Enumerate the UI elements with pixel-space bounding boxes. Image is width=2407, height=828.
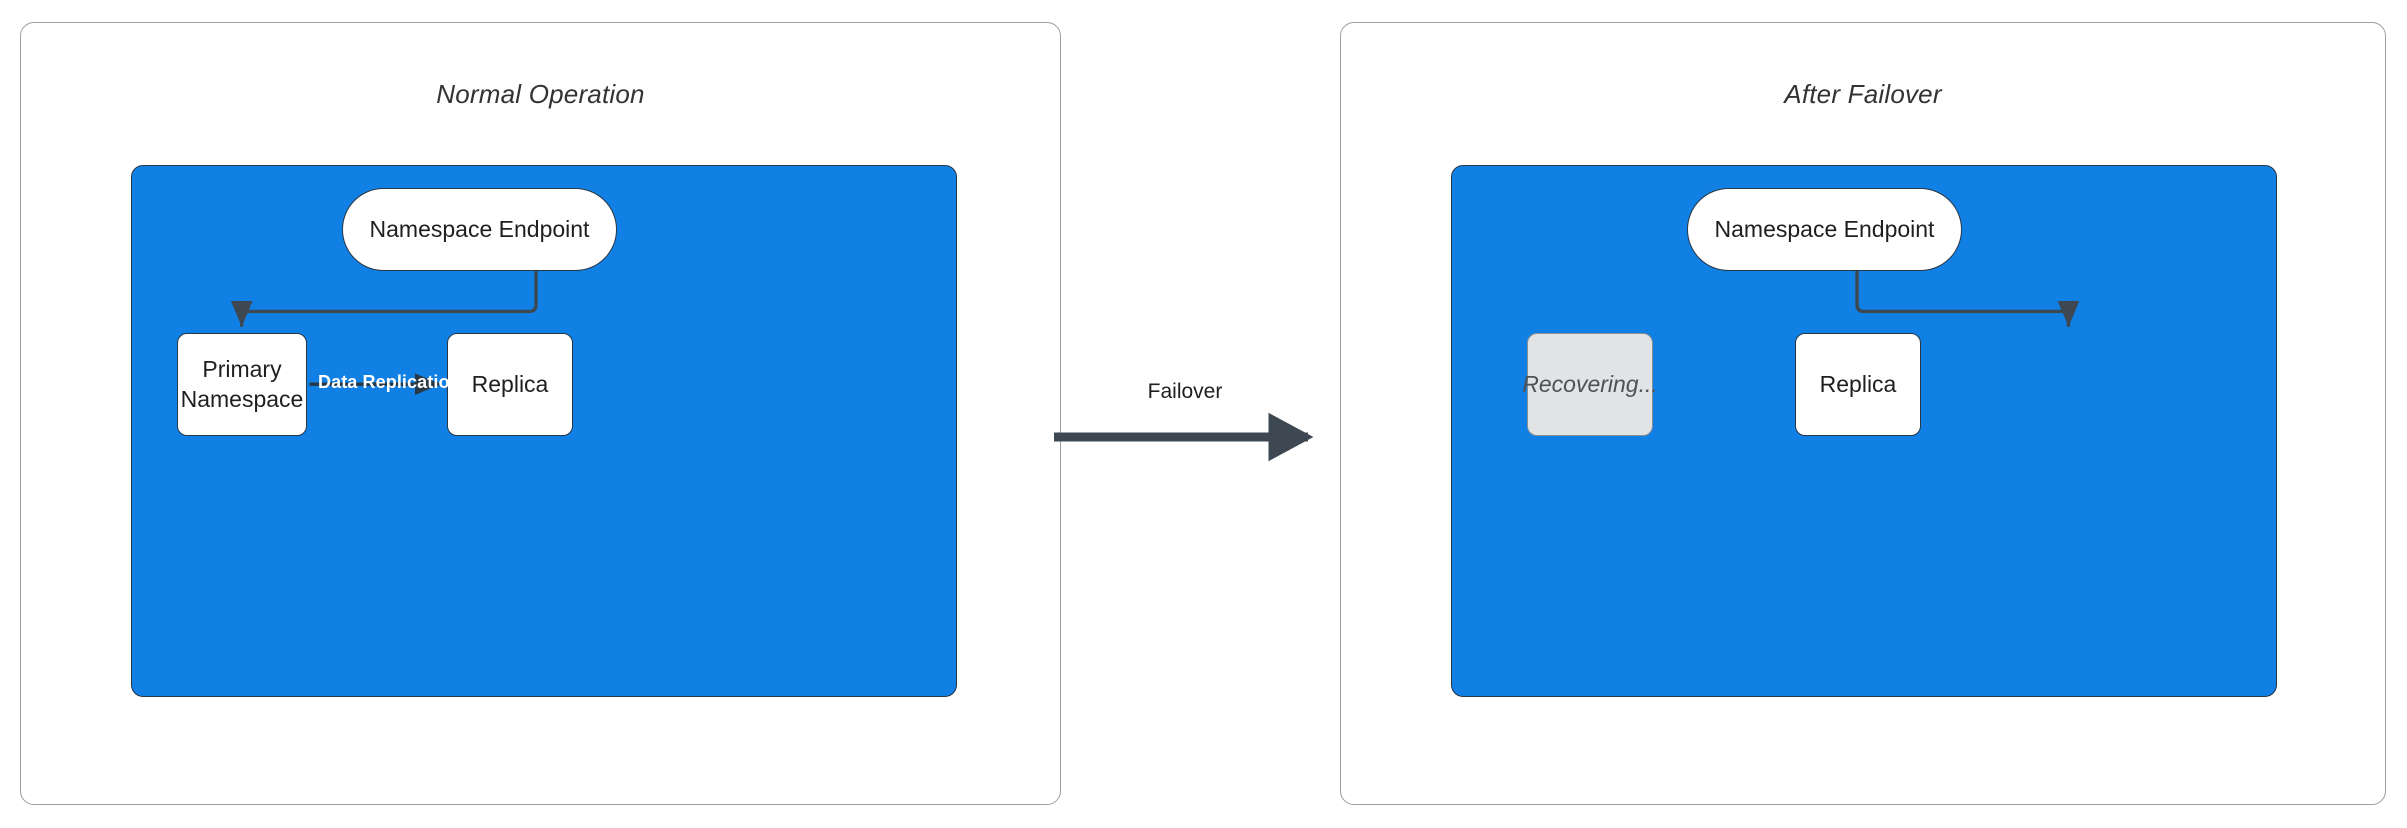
edge-label-data-replication: Data Replication bbox=[318, 372, 461, 392]
panel-after-failover: After Failover Namespace Endpoint Recove… bbox=[1340, 22, 2386, 805]
node-namespace-endpoint[interactable]: Namespace Endpoint bbox=[342, 188, 617, 271]
edge-endpoint-to-replica bbox=[1855, 269, 2080, 328]
panel-title-after-failover: After Failover bbox=[1784, 79, 1942, 109]
node-primary-namespace-line2: Namespace bbox=[180, 385, 304, 412]
panel-title-normal-operation: Normal Operation bbox=[436, 79, 645, 109]
panel-normal-operation: Normal Operation Namespace Endpoint bbox=[20, 22, 1061, 805]
node-replica[interactable]: Replica bbox=[447, 333, 573, 436]
node-primary-namespace-text: Primary Namespace bbox=[181, 355, 304, 414]
node-replica[interactable]: Replica bbox=[1795, 333, 1921, 436]
region-namespace-cluster-normal: Namespace Endpoint Primary Namespace Rep… bbox=[131, 165, 957, 697]
region-namespace-cluster-failover: Namespace Endpoint Recovering... Replica bbox=[1451, 165, 2277, 697]
node-primary-namespace-line1: Primary bbox=[202, 356, 282, 383]
node-recovering[interactable]: Recovering... bbox=[1522, 333, 1658, 436]
failover-label: Failover bbox=[1147, 380, 1223, 403]
edge-endpoint-to-primary bbox=[230, 269, 538, 328]
failover-transition: Failover bbox=[1040, 380, 1350, 490]
node-primary-namespace[interactable]: Primary Namespace bbox=[177, 333, 307, 436]
node-namespace-endpoint[interactable]: Namespace Endpoint bbox=[1687, 188, 1962, 271]
